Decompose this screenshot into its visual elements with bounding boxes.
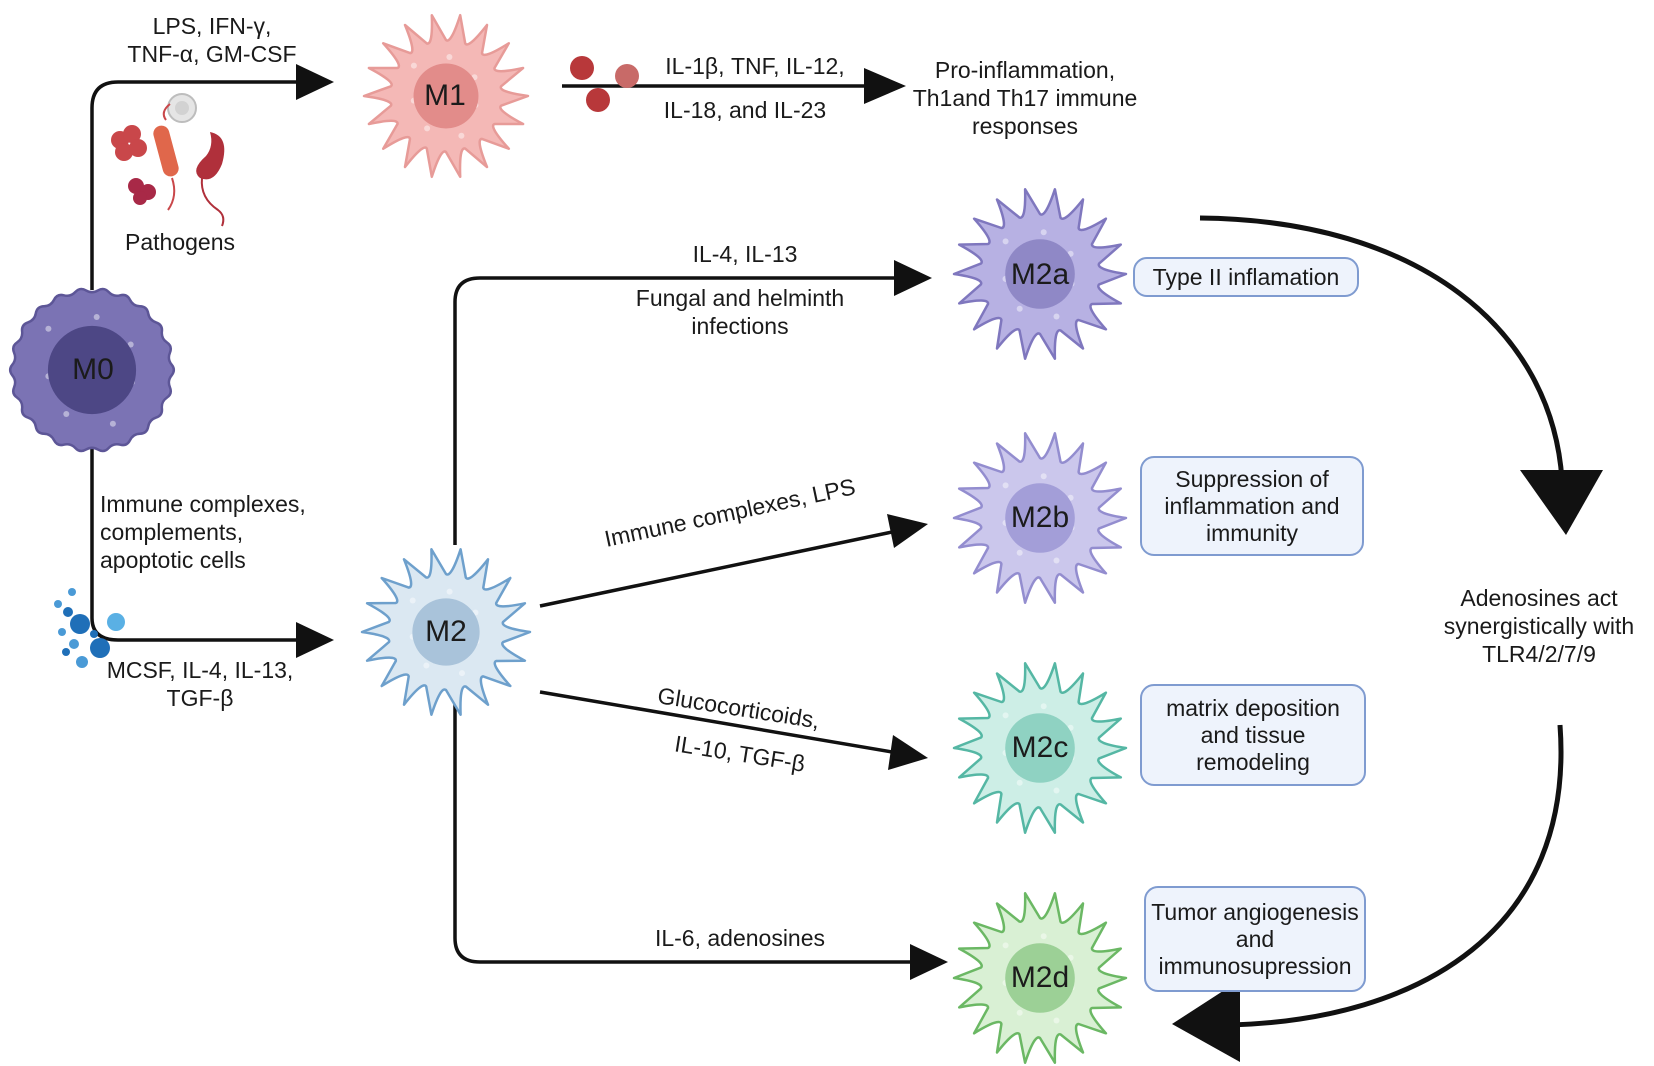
cell-m2a bbox=[952, 188, 1128, 360]
curved-arrow-bottom bbox=[1229, 724, 1564, 1028]
cell-speckle bbox=[1002, 482, 1009, 489]
cell-label-m0: M0 bbox=[72, 353, 114, 386]
cell-speckle bbox=[1002, 942, 1009, 949]
cell-m2b bbox=[952, 432, 1128, 604]
cell-speckle bbox=[446, 54, 453, 60]
cell-m1 bbox=[362, 13, 530, 179]
cell-nucleus-m2a bbox=[1005, 239, 1075, 309]
m1-cytokines-label-1: IL-1β, TNF, IL-12, bbox=[665, 53, 845, 79]
cell-speckle bbox=[458, 132, 465, 139]
arrowhead-m1 bbox=[296, 64, 334, 100]
cytokine-dots-icon bbox=[570, 56, 639, 112]
outcome-box-m2b: Suppression of inflammation and immunity bbox=[1140, 456, 1364, 556]
cell-nucleus-m2c bbox=[1005, 713, 1075, 783]
arrow-m0-to-m1 bbox=[90, 80, 298, 290]
cytokine-bubbles-icon bbox=[54, 588, 125, 668]
curved-arrowhead-bottom bbox=[1172, 980, 1240, 1062]
cell-nucleus-m2d bbox=[1005, 943, 1075, 1013]
cell-speckle bbox=[409, 597, 416, 604]
cell-speckle bbox=[1053, 313, 1060, 320]
cell-speckle bbox=[93, 314, 100, 320]
outcome-box-m2d: Tumor angiogenesis and immunosupression bbox=[1144, 886, 1366, 992]
m2a-stimuli-label-2: Fungal and helminth infections bbox=[635, 285, 845, 339]
outcome-box-m2a: Type II inflamation bbox=[1133, 257, 1359, 297]
cell-speckle bbox=[446, 588, 453, 595]
cell-speckle bbox=[410, 62, 417, 69]
cell-speckle bbox=[1016, 305, 1023, 312]
arrow-m0-to-m2 bbox=[90, 440, 298, 642]
m2-stimuli-bottom-label: MCSF, IL-4, IL-13, TGF-β bbox=[106, 657, 294, 711]
m2d-stimuli-label: IL-6, adenosines bbox=[654, 925, 826, 951]
cell-m2 bbox=[360, 548, 532, 716]
arrowhead-m2b bbox=[887, 514, 928, 548]
arrow-m2-to-m2c bbox=[539, 690, 893, 754]
cell-speckle bbox=[1040, 703, 1047, 710]
pathogens-label: Pathogens bbox=[125, 229, 235, 255]
cell-m2c bbox=[952, 662, 1128, 834]
arrow-m2-to-m2b bbox=[539, 530, 893, 608]
m2-stimuli-top-label: Immune complexes, complements, apoptotic… bbox=[100, 491, 306, 573]
curved-arrowhead-top bbox=[1520, 470, 1603, 535]
cell-speckle bbox=[127, 341, 134, 348]
arrow-m2-to-m2a bbox=[453, 276, 900, 545]
cell-speckle bbox=[1053, 787, 1060, 794]
cell-speckle bbox=[459, 670, 465, 677]
curved-arrows bbox=[1172, 215, 1603, 1062]
cell-label-m1: M1 bbox=[424, 79, 466, 112]
cell-m2d bbox=[952, 892, 1128, 1064]
cell-label-m2c: M2c bbox=[1011, 731, 1069, 764]
cells bbox=[8, 13, 1128, 1064]
arrowheads bbox=[296, 64, 948, 980]
arrow-m2-to-m2d bbox=[453, 700, 915, 964]
cell-speckle bbox=[1016, 549, 1023, 556]
cell-speckle bbox=[1002, 238, 1009, 245]
cell-speckle bbox=[423, 662, 430, 669]
cell-speckle bbox=[1040, 473, 1047, 480]
arrowhead-m2 bbox=[296, 622, 334, 658]
cell-speckle bbox=[1040, 229, 1047, 236]
arrowhead-m2a bbox=[894, 260, 932, 296]
cell-speckle bbox=[63, 411, 70, 417]
cell-m0 bbox=[8, 287, 176, 453]
cell-nucleus-m0 bbox=[47, 325, 137, 415]
cell-speckle bbox=[1053, 1017, 1060, 1024]
cell-label-m2: M2 bbox=[425, 615, 467, 648]
cell-speckle bbox=[1053, 557, 1060, 564]
cell-nucleus-m2 bbox=[412, 598, 480, 666]
cell-speckle bbox=[1016, 1009, 1023, 1016]
cell-label-m2b: M2b bbox=[1010, 501, 1070, 534]
arrowhead-m2c bbox=[888, 735, 928, 770]
pathogen-icons bbox=[111, 93, 225, 227]
cell-speckle bbox=[424, 125, 431, 132]
m1-outcome-label: Pro-inflammation, Th1and Th17 immune res… bbox=[912, 57, 1138, 139]
outcome-box-m2c: matrix deposition and tissue remodeling bbox=[1140, 684, 1366, 786]
cell-speckle bbox=[1040, 933, 1047, 940]
adenosine-note-label: Adenosines act synergistically with TLR4… bbox=[1443, 585, 1635, 667]
cell-nucleus-m2b bbox=[1005, 483, 1075, 553]
cell-label-m2d: M2d bbox=[1010, 961, 1070, 994]
cell-nucleus-m1 bbox=[413, 63, 479, 129]
connectors bbox=[90, 80, 915, 964]
m1-stimuli-label: LPS, IFN-γ, TNF-α, GM-CSF bbox=[127, 13, 297, 67]
cell-speckle bbox=[1002, 712, 1009, 719]
m1-cytokines-label-2: IL-18, and IL-23 bbox=[663, 97, 827, 123]
cell-speckle bbox=[45, 325, 52, 332]
cell-label-m2a: M2a bbox=[1010, 258, 1070, 291]
cell-speckle bbox=[109, 420, 116, 427]
arrowhead-m2d bbox=[910, 944, 948, 980]
arrowhead-m1-outcome bbox=[864, 68, 906, 104]
cell-speckle bbox=[1016, 779, 1023, 786]
curved-arrow-top bbox=[1199, 215, 1565, 481]
m2a-stimuli-label-1: IL-4, IL-13 bbox=[692, 241, 798, 267]
